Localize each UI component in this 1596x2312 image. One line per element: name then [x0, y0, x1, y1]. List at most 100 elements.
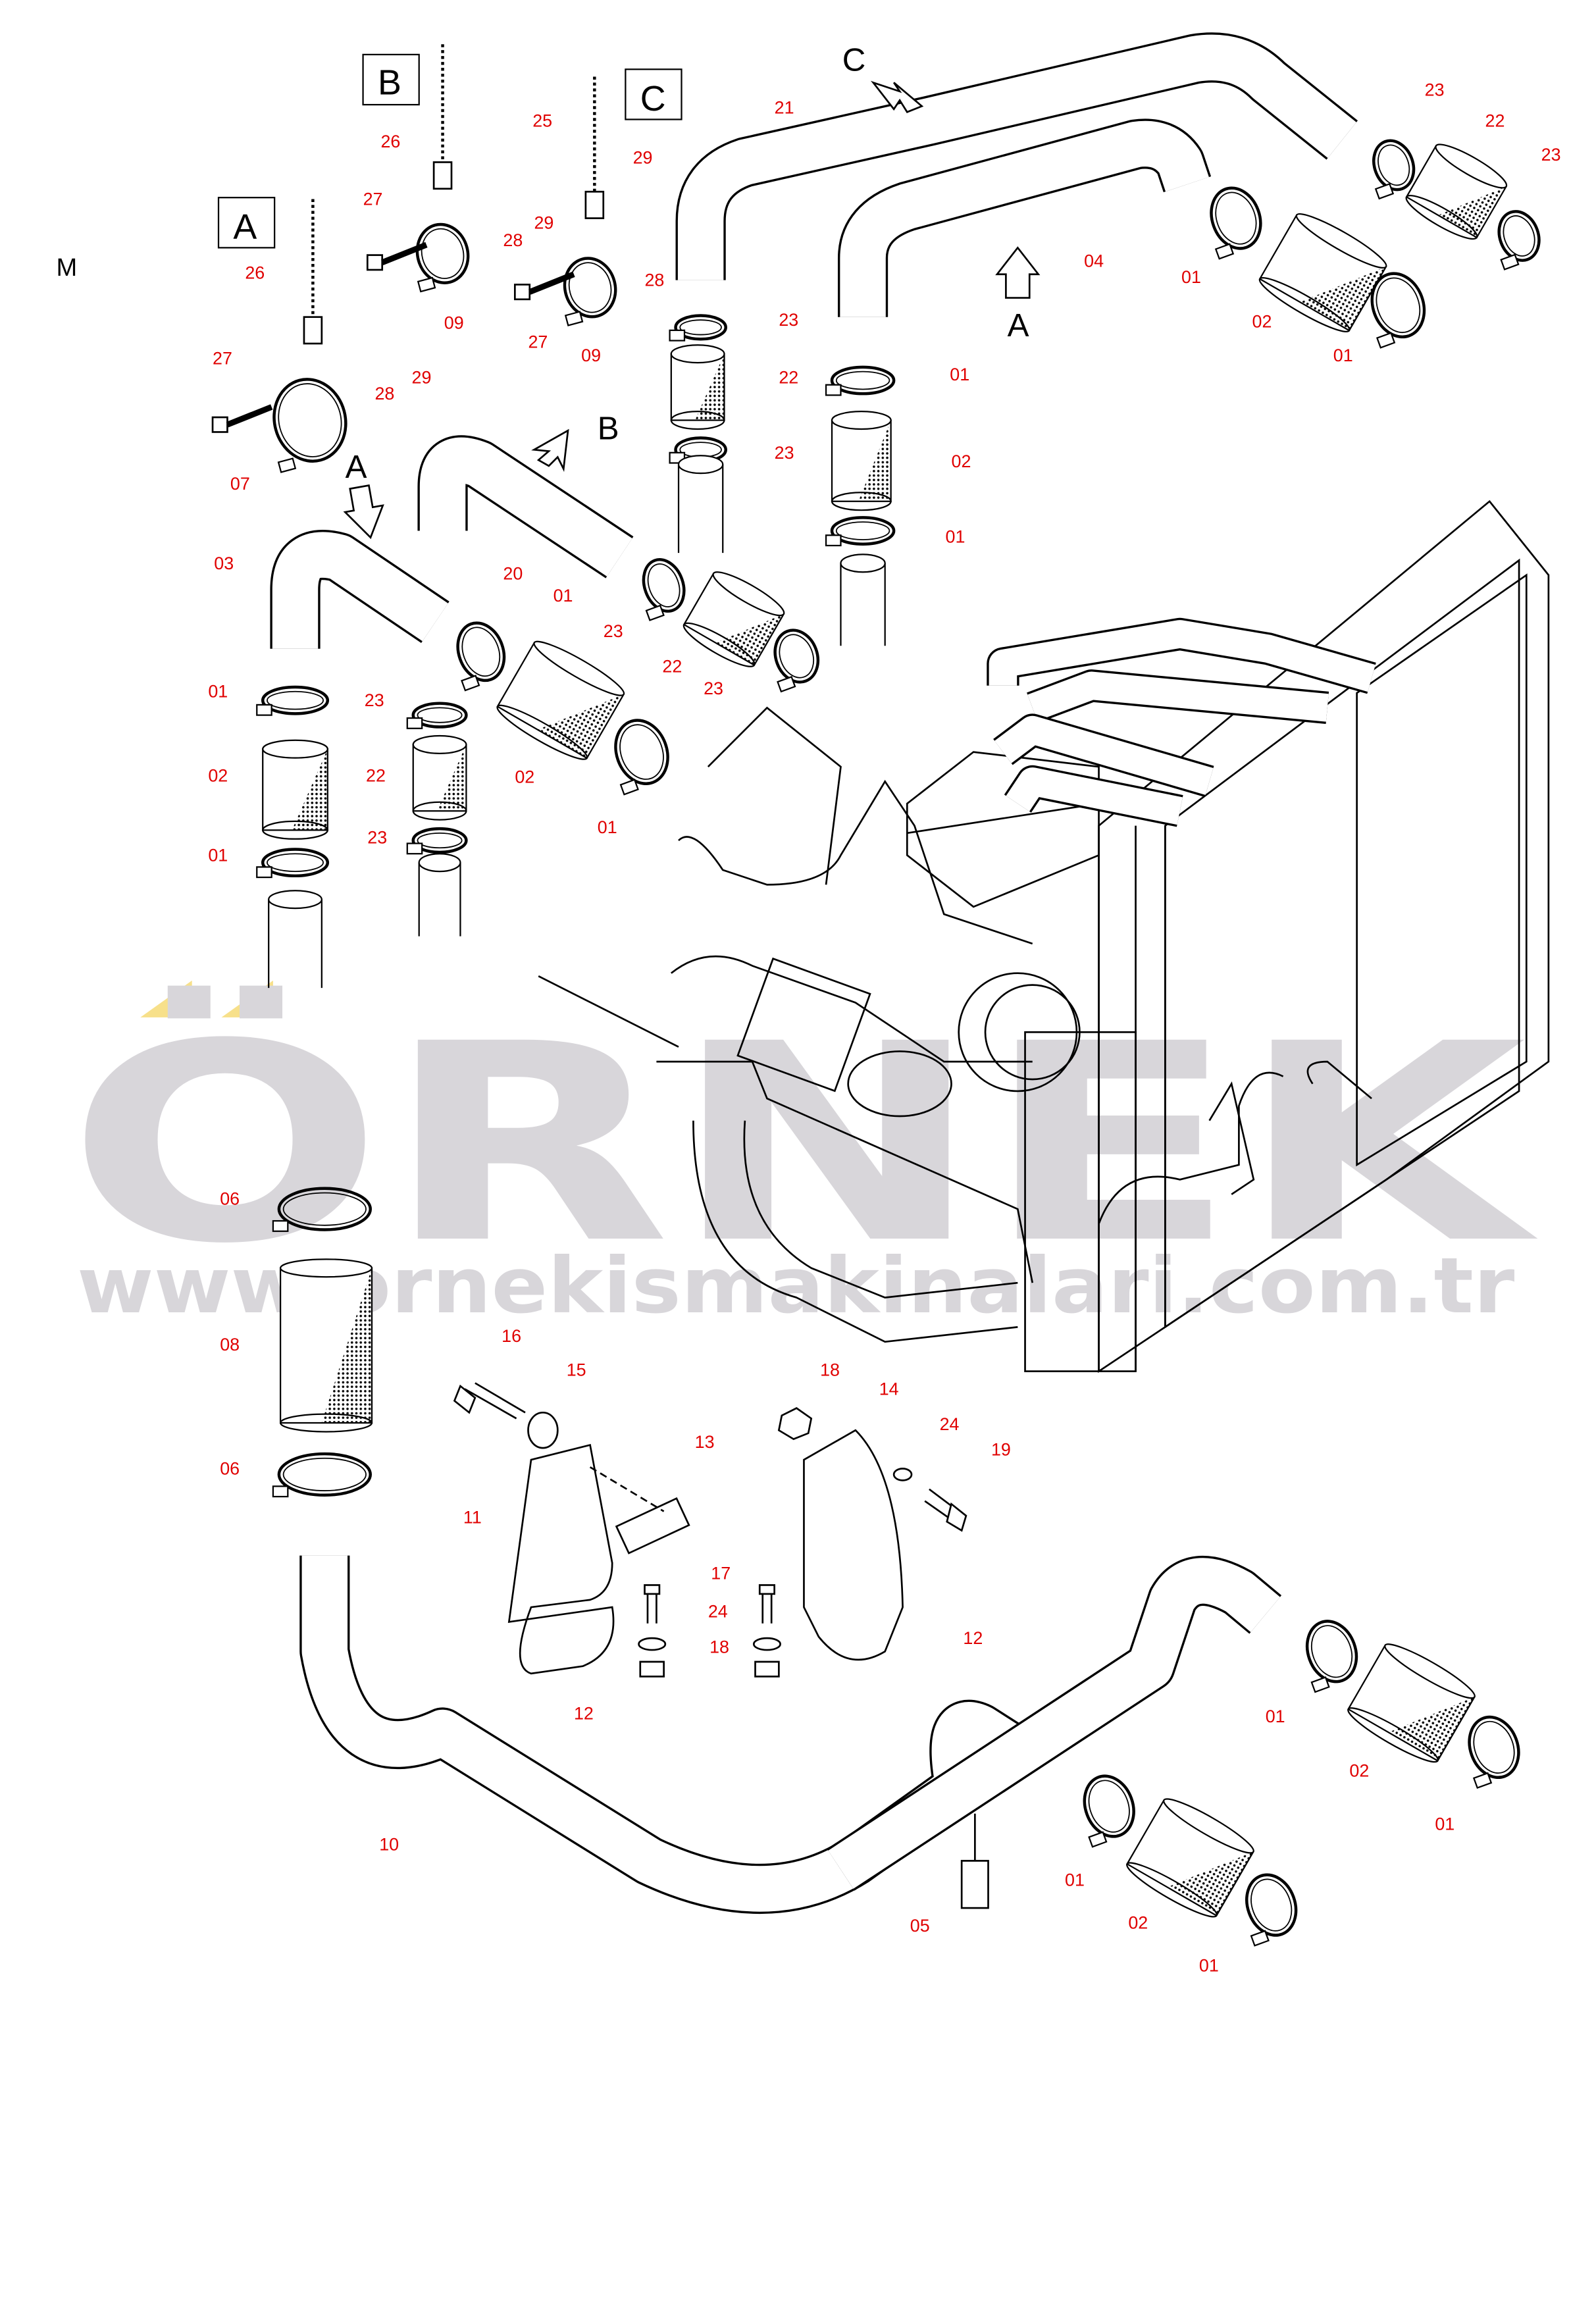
callout-label-20: 20: [503, 563, 523, 583]
hose-clamp: [406, 827, 468, 855]
callout-label-23: 23: [775, 443, 794, 463]
hose-sleeve: [682, 571, 785, 667]
watermark-umlaut-left: [140, 980, 192, 1017]
hose-sleeve: [279, 1258, 373, 1433]
watermark-umlaut-right: [221, 980, 273, 1017]
hose-sleeve: [670, 344, 725, 430]
callout-label-01: 01: [1199, 1955, 1219, 1975]
callout-label-03: 03: [214, 553, 234, 573]
hose-clamp: [1210, 186, 1262, 260]
hose-clamp: [256, 685, 330, 716]
corner-mark: M: [57, 254, 78, 282]
hose-clamp: [1468, 1715, 1520, 1789]
pipe-stub: [418, 853, 461, 937]
hose-clamp: [272, 378, 348, 473]
callout-label-01: 01: [208, 682, 228, 702]
hose-clamp: [563, 257, 617, 326]
hose-sleeve: [496, 640, 625, 760]
callout-label-27: 27: [213, 348, 232, 368]
callout-label-22: 22: [779, 368, 798, 388]
callout-label-27: 27: [528, 332, 548, 352]
hose-clamp: [825, 365, 896, 396]
pipe-04: [837, 118, 1212, 317]
hose-clamp: [1372, 139, 1416, 200]
callout-label-23: 23: [367, 828, 387, 848]
pipe-03: [270, 530, 450, 649]
radiator-pipes: [987, 617, 1376, 827]
hose-clamp: [1305, 1620, 1358, 1693]
callout-label-23: 23: [1541, 145, 1561, 165]
engine-outline: [538, 706, 1372, 1343]
hose-sleeve: [412, 734, 467, 821]
callout-label-26: 26: [380, 132, 400, 151]
callout-label-16: 16: [502, 1326, 521, 1346]
callout-label-01: 01: [208, 845, 228, 865]
hose-clamp: [272, 1452, 373, 1498]
callout-label-28: 28: [644, 270, 664, 290]
callout-label-01: 01: [1333, 346, 1353, 365]
callout-label-23: 23: [604, 621, 623, 641]
callout-label-26: 26: [245, 263, 265, 282]
view-box-b: B: [362, 53, 420, 106]
hose-clamp: [456, 621, 506, 692]
hose-clamp: [614, 719, 669, 796]
hose-sleeve: [831, 410, 892, 511]
hose-sleeve: [1126, 1798, 1254, 1918]
callout-label-24: 24: [708, 1602, 728, 1622]
hose-clamp: [256, 848, 330, 879]
callout-label-23: 23: [1425, 80, 1445, 100]
callout-label-22: 22: [366, 765, 386, 785]
callout-label-01: 01: [553, 586, 573, 605]
hose-sleeve: [1347, 1643, 1476, 1763]
hose-clamp: [1497, 210, 1541, 270]
hose-clamp: [415, 222, 470, 293]
callout-label-01: 01: [946, 527, 965, 546]
hose-sleeve: [1258, 213, 1387, 333]
callout-label-27: 27: [363, 189, 383, 209]
hose-clamp: [406, 702, 468, 729]
hose-clamp: [1083, 1774, 1135, 1848]
pipe-20: [417, 435, 634, 578]
callout-label-09: 09: [581, 346, 601, 365]
callout-label-14: 14: [879, 1379, 899, 1399]
hose-sleeve: [262, 739, 328, 840]
callout-label-01: 01: [950, 365, 969, 384]
callout-label-23: 23: [779, 310, 798, 330]
hose-clamp: [825, 516, 896, 547]
pipe-10: [299, 1555, 1282, 1914]
callout-label-04: 04: [1084, 251, 1104, 271]
watermark-brand: ÖRNEK: [66, 983, 1540, 1303]
view-arrows: [343, 80, 1041, 540]
callout-label-23: 23: [365, 690, 384, 710]
callout-label-01: 01: [1266, 1707, 1285, 1726]
view-arrow-letter-c: C: [842, 42, 866, 78]
callout-label-24: 24: [940, 1414, 960, 1434]
callout-label-28: 28: [374, 384, 394, 403]
hose-clamp: [669, 314, 727, 342]
callout-label-18: 18: [709, 1637, 729, 1657]
hose-clamp: [272, 1187, 373, 1232]
parts-layer: [211, 44, 1541, 1947]
callout-label-17: 17: [711, 1564, 731, 1583]
callout-label-12: 12: [574, 1703, 594, 1723]
view-box-c: C: [625, 68, 682, 120]
pipe-stub: [268, 890, 322, 989]
pipe-stub: [840, 553, 886, 646]
callout-label-12: 12: [963, 1628, 983, 1648]
callout-label-15: 15: [567, 1360, 586, 1379]
view-arrow-letter-a: A: [346, 449, 367, 485]
hose-sleeve: [1405, 143, 1508, 240]
callout-label-02: 02: [1252, 311, 1272, 331]
callout-label-19: 19: [991, 1439, 1011, 1459]
callout-label-13: 13: [695, 1432, 715, 1452]
callout-label-01: 01: [1065, 1870, 1085, 1890]
hose-clamp: [1245, 1873, 1298, 1947]
hose-clamp: [642, 558, 686, 621]
callout-label-02: 02: [1349, 1761, 1369, 1781]
callout-label-25: 25: [532, 111, 552, 131]
callout-label-02: 02: [952, 451, 971, 471]
svg-text:A: A: [233, 207, 257, 247]
callout-label-02: 02: [1128, 1913, 1148, 1932]
